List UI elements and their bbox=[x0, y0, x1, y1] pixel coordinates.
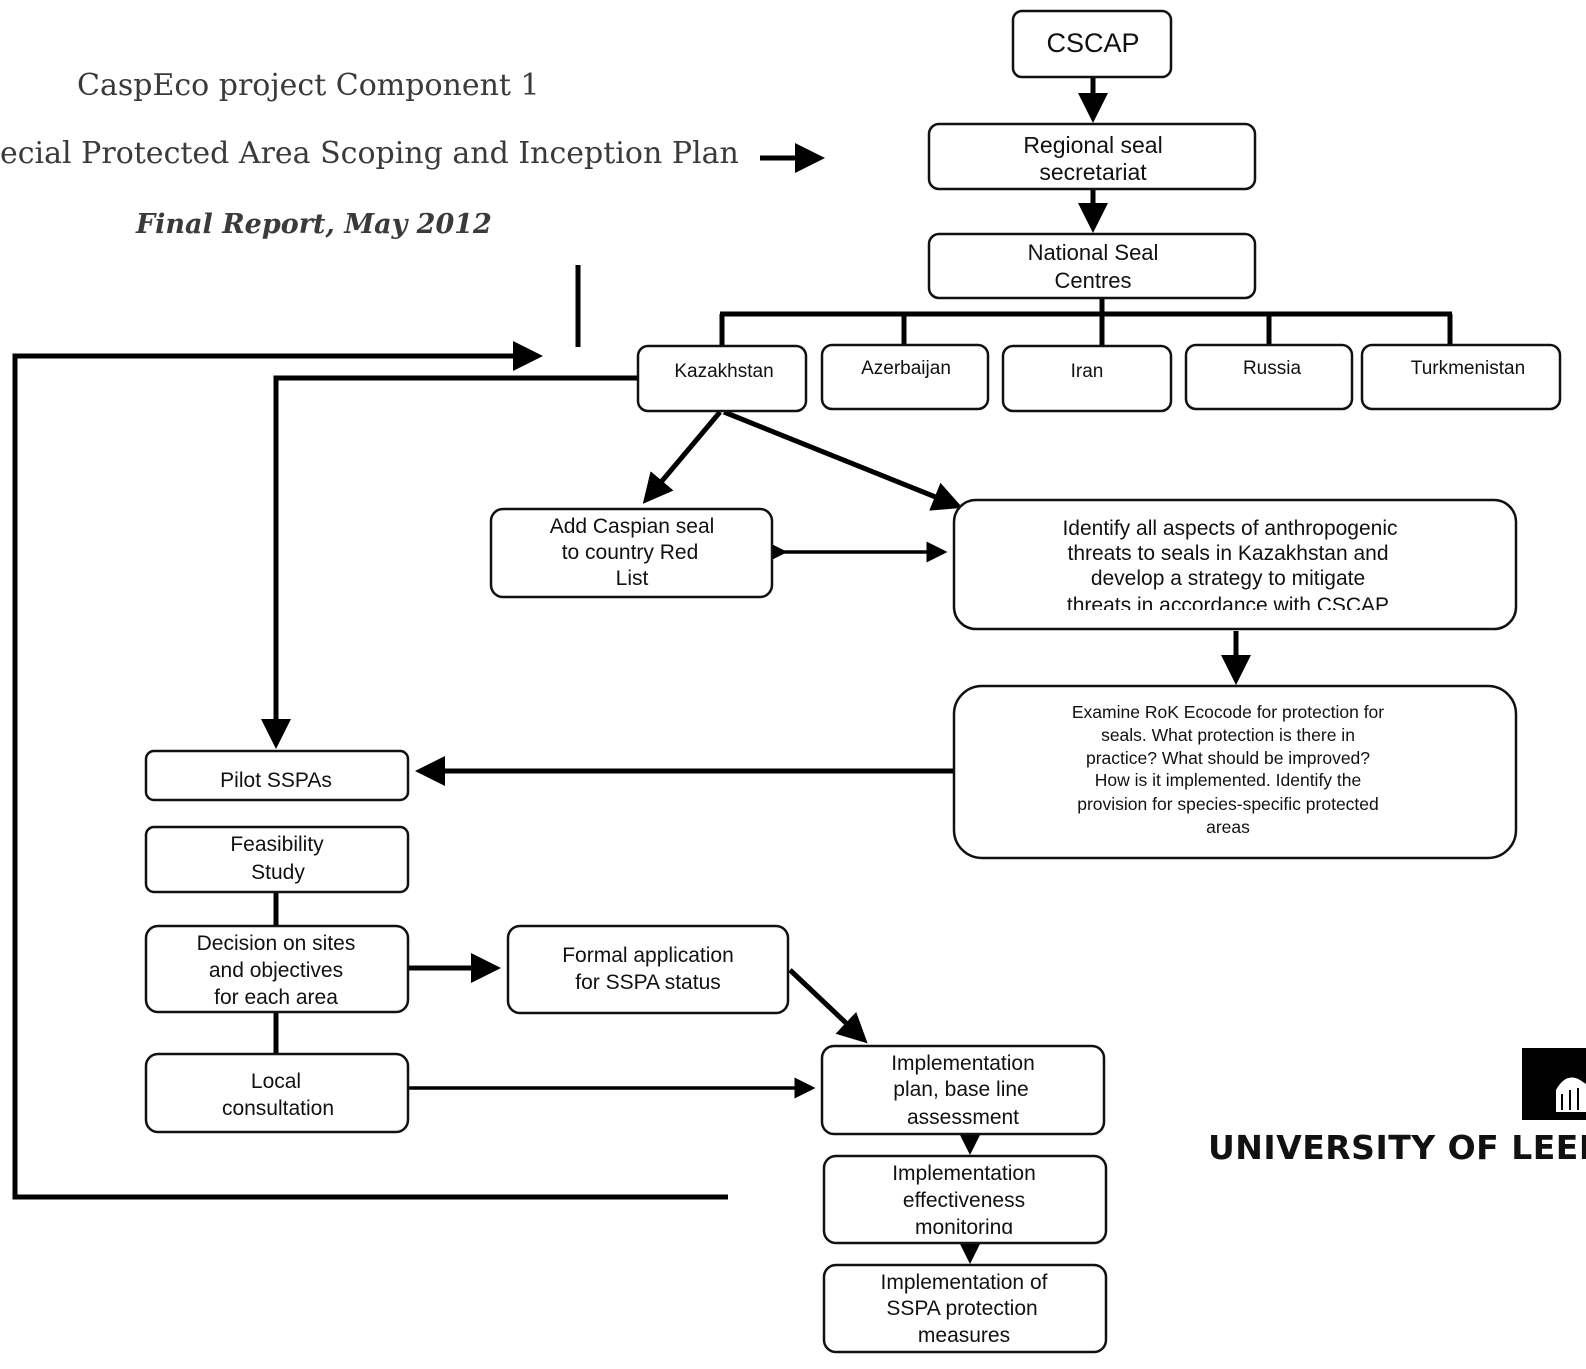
node-label: Implementation bbox=[892, 1162, 1036, 1185]
node-label: areas bbox=[1206, 817, 1250, 837]
node-label: Identify all aspects of anthropogenic bbox=[1062, 517, 1397, 540]
node-label: Centres bbox=[1054, 268, 1131, 293]
node-label: Pilot SSPAs bbox=[220, 769, 332, 792]
node-label: Study bbox=[251, 861, 305, 884]
node-iran: Iran bbox=[1001, 344, 1173, 413]
node-decision-on-sites: Decision on sites and objectives for eac… bbox=[144, 924, 410, 1014]
node-label: effectiveness bbox=[903, 1189, 1025, 1212]
node-cscap: CSCAP bbox=[1011, 9, 1173, 79]
node-label: plan, base line bbox=[893, 1078, 1028, 1101]
node-label: threats in accordance with CSCAP bbox=[1067, 594, 1389, 617]
node-label: Feasibility bbox=[230, 833, 324, 856]
node-label: How is it implemented. Identify the bbox=[1095, 770, 1362, 790]
project-title: CaspEco project Component 1 bbox=[77, 68, 540, 103]
connectors bbox=[12, 78, 1453, 1264]
node-label: Kazakhstan bbox=[674, 361, 773, 382]
university-logo-text: UNIVERSITY OF LEED bbox=[1208, 1128, 1586, 1167]
node-label: and objectives bbox=[209, 959, 343, 982]
report-date: Final Report, May 2012 bbox=[136, 209, 492, 240]
node-label: develop a strategy to mitigate bbox=[1091, 567, 1365, 590]
node-add-caspian-seal-red-list: Add Caspian seal to country Red List bbox=[489, 507, 774, 599]
node-label: to country Red bbox=[562, 541, 699, 564]
node-label: Turkmenistan bbox=[1411, 358, 1525, 379]
node-label: threats to seals in Kazakhstan and bbox=[1067, 542, 1388, 565]
node-label: List bbox=[616, 567, 649, 590]
node-implementation-plan: Implementation plan, base line assessmen… bbox=[820, 1044, 1106, 1136]
node-label: for SSPA status bbox=[575, 971, 721, 994]
node-label: Implementation bbox=[891, 1052, 1035, 1075]
node-label: National Seal bbox=[1028, 240, 1159, 265]
plan-title: ecial Protected Area Scoping and Incepti… bbox=[0, 136, 739, 171]
node-label: secretariat bbox=[1039, 159, 1147, 185]
node-regional-seal-secretariat: Regional seal secretariat bbox=[927, 122, 1257, 191]
node-implementation-measures: Implementation of SSPA protection measur… bbox=[822, 1263, 1108, 1354]
node-implementation-monitoring: Implementation effectiveness monitoring bbox=[822, 1154, 1108, 1245]
node-feasibility-study: Feasibility Study bbox=[144, 825, 410, 894]
node-russia: Russia bbox=[1184, 343, 1354, 411]
node-label: Formal application bbox=[562, 944, 734, 967]
node-label: practice? What should be improved? bbox=[1086, 748, 1370, 768]
node-label: CSCAP bbox=[1046, 28, 1139, 58]
university-logo-mark bbox=[1522, 1048, 1586, 1120]
node-label: Add Caspian seal bbox=[550, 515, 715, 538]
node-label: consultation bbox=[222, 1097, 334, 1120]
node-kazakhstan: Kazakhstan bbox=[636, 344, 808, 413]
node-label: for each area bbox=[214, 986, 338, 1009]
node-label: measures bbox=[918, 1324, 1010, 1347]
node-examine-rok-ecocode: Examine RoK Ecocode for protection for s… bbox=[952, 684, 1518, 860]
node-label: Iran bbox=[1071, 361, 1104, 382]
node-national-seal-centres: National Seal Centres bbox=[927, 232, 1257, 300]
node-local-consultation: Local consultation bbox=[144, 1052, 410, 1134]
node-label: Implementation of bbox=[881, 1271, 1048, 1294]
node-label: provision for species-specific protected bbox=[1077, 794, 1379, 814]
node-label: SSPA protection bbox=[886, 1297, 1037, 1320]
node-label: Local bbox=[251, 1070, 301, 1093]
node-formal-application: Formal application for SSPA status bbox=[506, 924, 790, 1015]
node-turkmenistan: Turkmenistan bbox=[1360, 343, 1562, 411]
node-label: Azerbaijan bbox=[861, 358, 951, 379]
node-identify-threats: Identify all aspects of anthropogenic th… bbox=[952, 498, 1518, 631]
node-label: monitoring bbox=[915, 1216, 1013, 1239]
node-label: Russia bbox=[1243, 358, 1302, 379]
node-label: Decision on sites bbox=[197, 932, 356, 955]
node-azerbaijan: Azerbaijan bbox=[820, 343, 990, 411]
node-pilot-sspas: Pilot SSPAs bbox=[144, 749, 410, 802]
node-label: Regional seal bbox=[1023, 132, 1162, 158]
node-label: assessment bbox=[907, 1106, 1019, 1129]
node-label: Examine RoK Ecocode for protection for bbox=[1072, 702, 1384, 722]
node-label: seals. What protection is there in bbox=[1101, 725, 1355, 745]
